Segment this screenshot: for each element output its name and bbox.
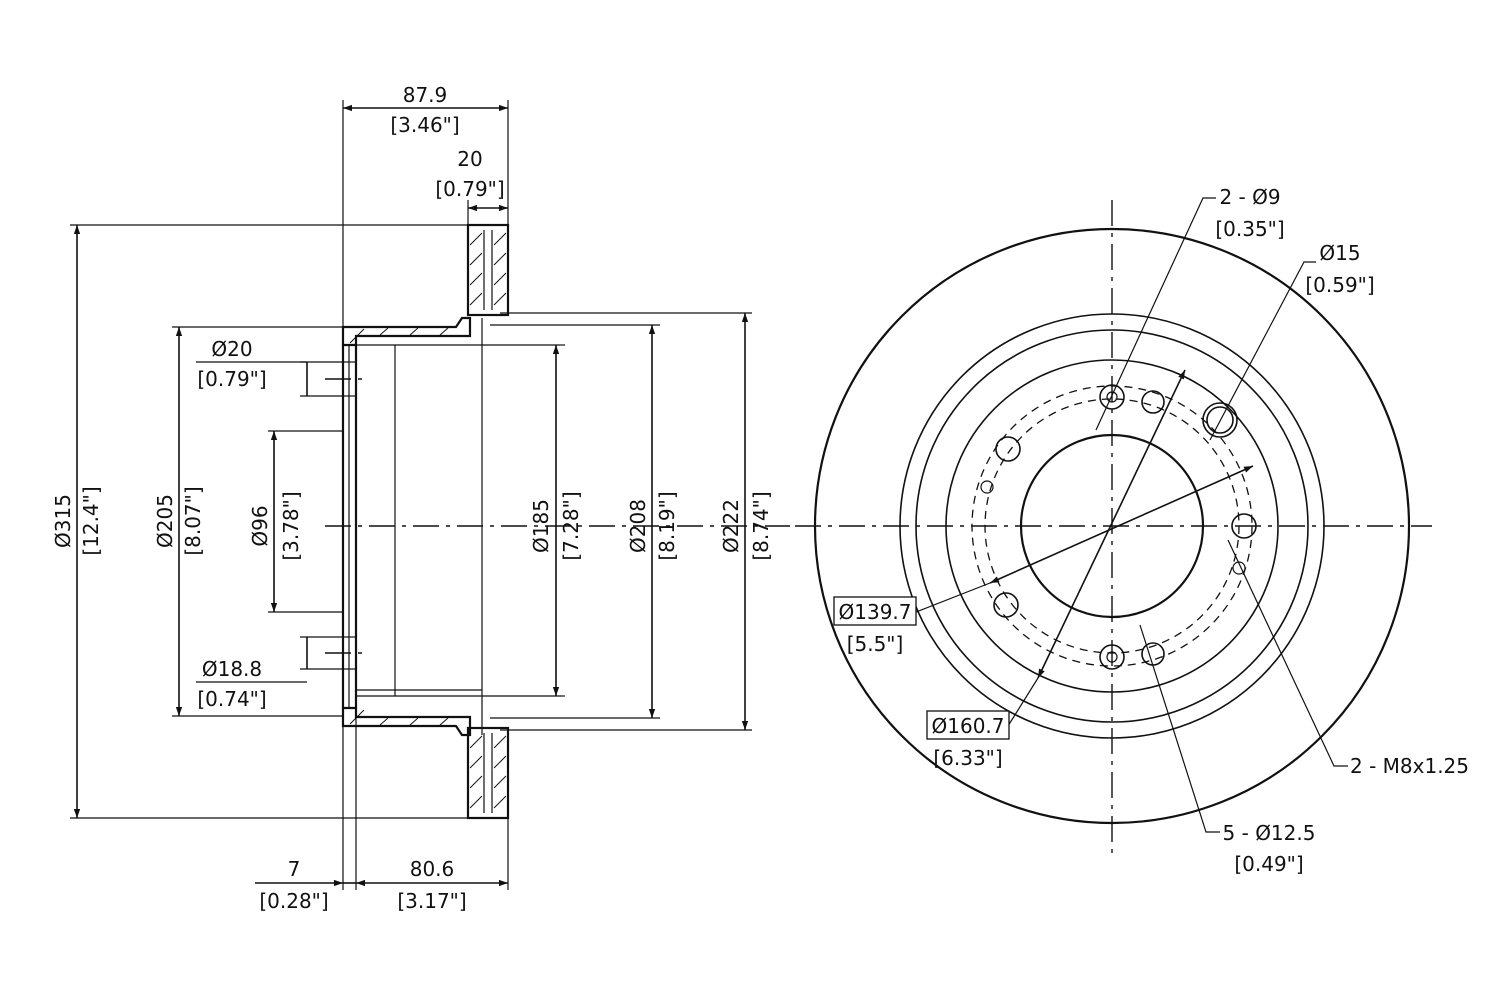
dim-offset-hat-in: [3.17"] [397,889,466,913]
label-threaded-holes: 2 - M8x1.25 [1350,754,1469,778]
bolt-circle-inner-box [833,596,917,626]
large-hole-outer [1202,402,1238,438]
dim-hole-top-in: [0.79"] [197,367,266,391]
label-lug-holes-mm: 5 - Ø12.5 [1223,821,1316,845]
side-view-labels: 87.9 [3.46"] 20 [0.79"] Ø20 [0.79"] Ø18.… [51,83,773,913]
small-hole [1141,390,1165,414]
label-lug-holes-in: [0.49"] [1234,852,1303,876]
label-small-holes-in: [0.35"] [1215,217,1284,241]
dim-outer-in: [12.4"] [79,486,103,555]
hat-edge [945,359,1279,693]
lug-hole [993,592,1019,618]
dim-drum-208-mm: Ø208 [626,499,650,553]
dim-offset-flange-in: [0.28"] [259,889,328,913]
dim-width-overall-mm: 87.9 [403,83,448,107]
dim-hat-outer-mm: Ø205 [153,494,177,548]
dim-drum-208-in: [8.19"] [655,491,679,560]
flange-hole-bottom [325,636,368,670]
dim-offset-hat-mm: 80.6 [410,857,455,881]
rotor-ring-222 [899,313,1325,739]
dim-center-bore-in: [3.78"] [279,491,303,560]
dim-outer-mm: Ø315 [51,494,75,548]
label-bolt-circle-outer-in: [6.33"] [933,746,1002,770]
large-hole [1202,402,1238,438]
dim-drum-185-mm: Ø185 [529,499,553,553]
rotor-disc-bottom [466,726,510,820]
label-small-holes-mm: 2 - Ø9 [1219,185,1280,209]
side-section-view: 87.9 [3.46"] 20 [0.79"] Ø20 [0.79"] Ø18.… [51,83,790,913]
dim-hat-outer-in: [8.07"] [181,486,205,555]
dim-drum-185-in: [7.28"] [559,491,583,560]
flange-hole-top [325,361,368,397]
label-bolt-circle-inner-in: [5.5"] [847,632,904,656]
small-holes [1141,390,1165,666]
label-large-hole-mm: Ø15 [1319,241,1360,265]
front-view-labels: 2 - Ø9 [0.35"] Ø15 [0.59"] Ø139.7 [5.5"]… [833,185,1469,876]
lug-hole [995,436,1021,462]
rotor-disc-top [466,223,510,317]
label-bolt-circle-outer-mm: Ø160.7 [932,714,1005,738]
dim-222-in: [8.74"] [749,491,773,560]
bolt-circle-outer-box [926,710,1010,740]
dim-hole-bottom-in: [0.74"] [197,687,266,711]
dim-hole-top-mm: Ø20 [211,337,252,361]
dim-222-mm: Ø222 [719,499,743,553]
rotor-outer-edge [813,227,1411,825]
dim-offset-flange-mm: 7 [288,857,301,881]
dim-thickness-in: [0.79"] [435,177,504,201]
dim-center-bore-mm: Ø96 [248,505,272,546]
dim-thickness-mm: 20 [457,147,482,171]
label-bolt-circle-inner-mm: Ø139.7 [839,600,912,624]
rotor-ring-208 [915,329,1309,723]
dim-width-overall-in: [3.46"] [390,113,459,137]
large-hole-inner [1206,406,1234,434]
dim-hole-bottom-mm: Ø18.8 [202,657,262,681]
label-large-hole-in: [0.59"] [1305,273,1374,297]
dimension-lines [73,104,749,887]
front-view: 2 - Ø9 [0.35"] Ø15 [0.59"] Ø139.7 [5.5"]… [795,185,1469,876]
